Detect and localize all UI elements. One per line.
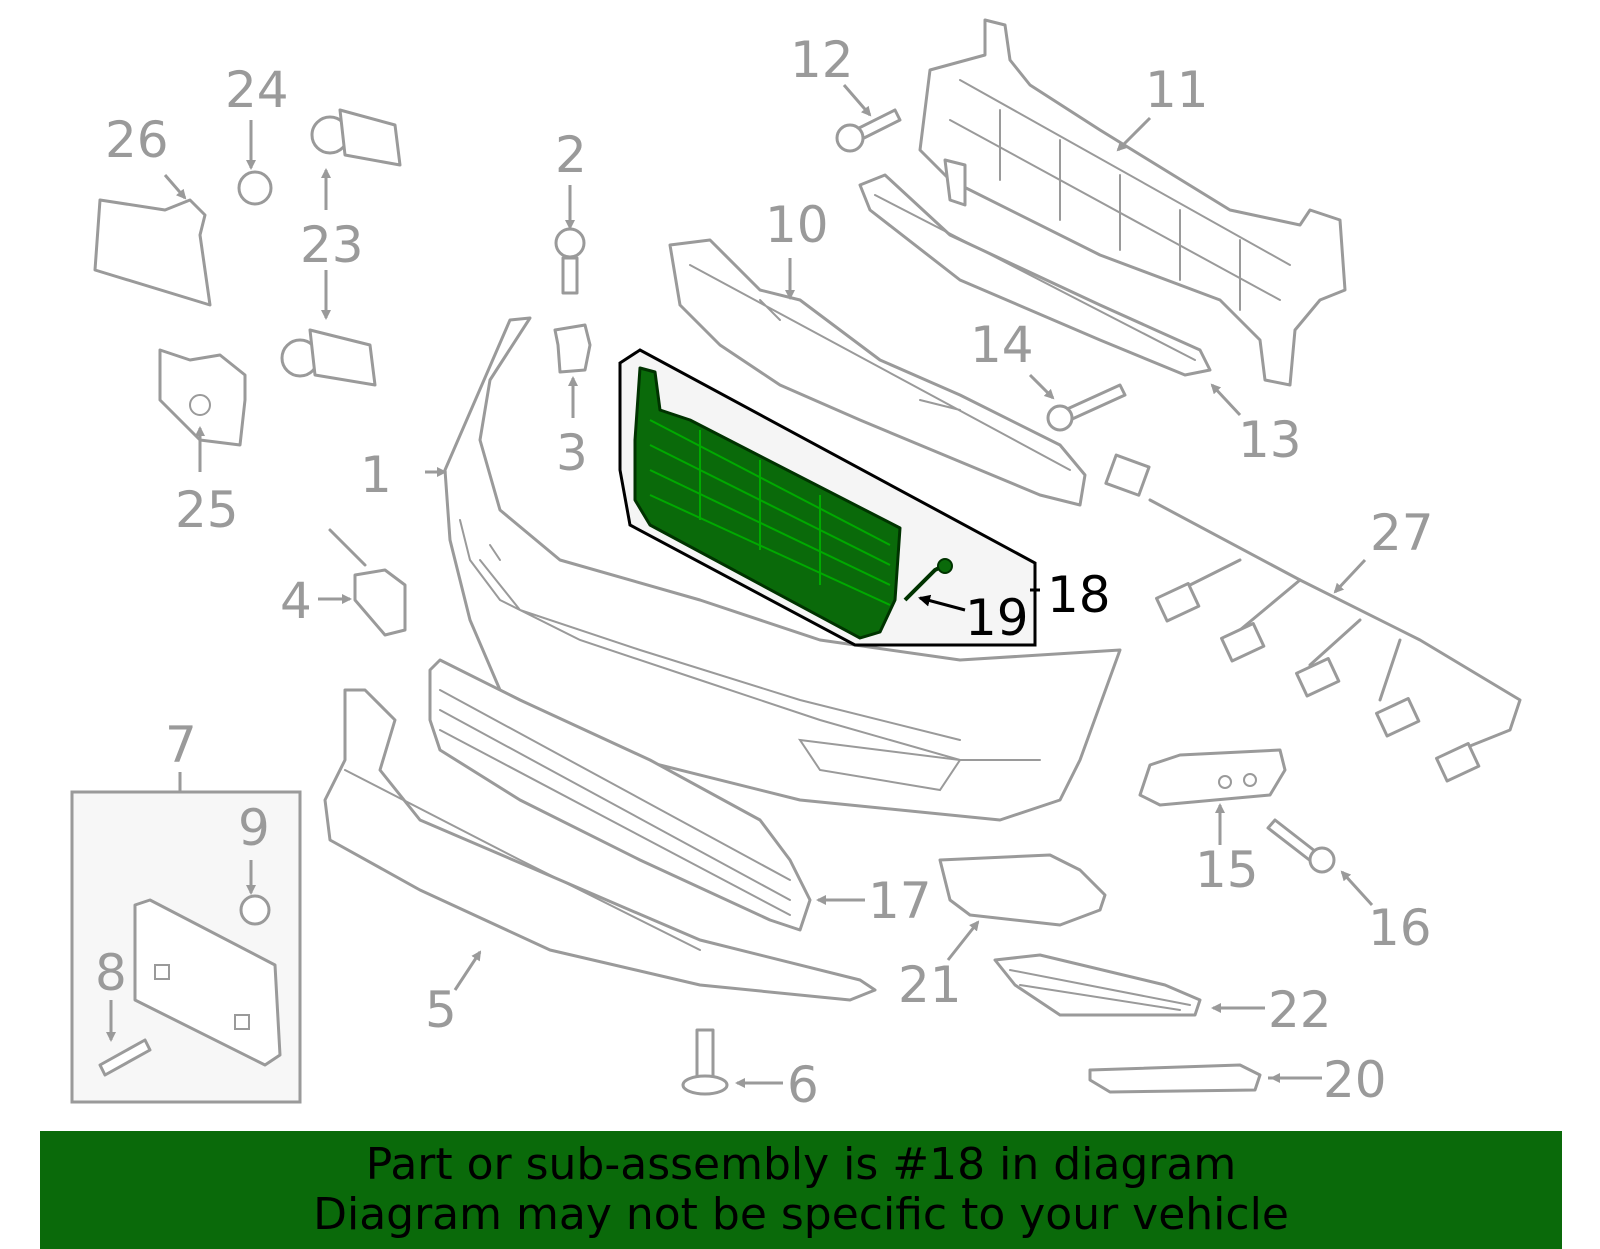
callout-9: 9 — [238, 799, 270, 857]
callout-5: 5 — [425, 981, 457, 1039]
part-20-trim-strip — [1088, 1063, 1262, 1094]
part-15-side-bracket — [1138, 748, 1287, 807]
callout-2: 2 — [555, 126, 587, 184]
callout-6: 6 — [787, 1056, 819, 1114]
callout-25: 25 — [175, 481, 239, 539]
callout-24: 24 — [225, 61, 289, 119]
part-26-sensor-bracket — [93, 198, 212, 307]
part-7-license-plate-kit — [70, 790, 302, 1104]
callout-1: 1 — [360, 446, 392, 504]
callout-4: 4 — [280, 572, 312, 630]
banner-line-part: Part or sub-assembly is #18 in diagram — [365, 1139, 1237, 1190]
part-24-grommet — [237, 170, 273, 206]
callout-13: 13 — [1238, 411, 1302, 469]
callout-18: 18 — [1047, 566, 1111, 624]
part-3-clip-nut — [553, 323, 592, 374]
callout-27: 27 — [1370, 504, 1434, 562]
callout-8: 8 — [95, 944, 127, 1002]
part-12-bolt — [835, 108, 902, 153]
part-6-bolt — [681, 1028, 729, 1096]
callout-19: 19 — [965, 589, 1029, 647]
part-24-sensor — [310, 108, 402, 167]
part-21-bracket — [938, 853, 1107, 927]
banner-line-disclaimer: Diagram may not be specific to your vehi… — [313, 1189, 1289, 1240]
part-27-wiring-harness — [1104, 453, 1522, 783]
callout-20: 20 — [1323, 1051, 1387, 1109]
callout-3: 3 — [556, 424, 588, 482]
callout-14: 14 — [970, 316, 1034, 374]
callout-21: 21 — [898, 956, 962, 1014]
callout-26: 26 — [105, 111, 169, 169]
part-10-upper-absorber — [668, 238, 1087, 507]
part-5-lower-spoiler — [323, 688, 877, 1002]
part-1-bumper-cover — [443, 316, 1122, 822]
part-14-bolt — [1046, 383, 1127, 432]
callout-15: 15 — [1195, 841, 1259, 899]
callout-7: 7 — [165, 716, 197, 774]
callout-10: 10 — [765, 196, 829, 254]
part-2-bolt — [554, 227, 586, 295]
part-13-energy-absorber — [858, 173, 1212, 377]
callout-22: 22 — [1268, 981, 1332, 1039]
part-16-bolt — [1266, 818, 1336, 874]
part-4-sensor — [328, 528, 407, 637]
callout-17: 17 — [868, 872, 932, 930]
part-22-grille-trim — [993, 953, 1202, 1017]
part-23-sensor — [280, 328, 377, 387]
callout-12: 12 — [790, 31, 854, 89]
part-17-lower-grille — [428, 658, 812, 932]
callout-16: 16 — [1368, 899, 1432, 957]
callout-11: 11 — [1145, 61, 1209, 119]
part-25-sensor-bracket — [158, 348, 247, 447]
callout-23: 23 — [300, 216, 364, 274]
leader-lines — [106, 84, 1374, 1088]
part-11-reinforcement-bar — [918, 18, 1347, 387]
part-18-active-grille-shutter — [618, 348, 1037, 647]
info-banner: Part or sub-assembly is #18 in diagram D… — [40, 1131, 1562, 1249]
